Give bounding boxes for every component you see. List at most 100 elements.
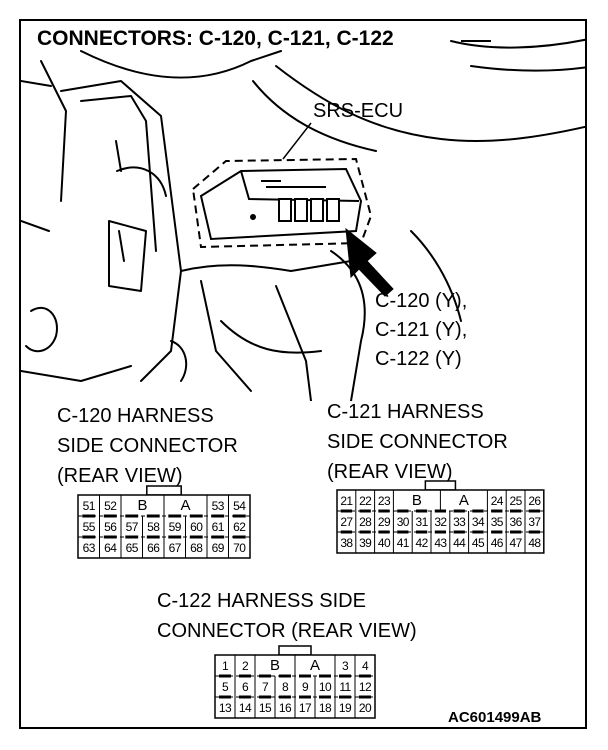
pin-number: 36 (510, 515, 523, 529)
key-label: B (412, 492, 422, 509)
pin-number: 70 (233, 541, 246, 555)
callout-line: C-120 (Y), (375, 290, 468, 312)
pin-number: 51 (83, 499, 96, 513)
pin-number: 32 (434, 515, 447, 529)
pin-number: 62 (233, 520, 246, 534)
pin-number: 22 (359, 494, 372, 508)
pin-number: 13 (219, 701, 232, 715)
pin-number: 25 (510, 494, 523, 508)
pin-number: 33 (453, 515, 466, 529)
lock-tab (146, 485, 182, 496)
heading-line: (REAR VIEW) (327, 461, 453, 483)
c120-section-heading: C-120 HARNESS SIDE CONNECTOR (REAR VIEW) (57, 401, 238, 491)
key-label: A (310, 657, 320, 674)
key-label: A (180, 497, 190, 514)
pin-number: 54 (233, 499, 246, 513)
ecu-dashed-outline (191, 157, 373, 249)
pin-number: 30 (397, 515, 410, 529)
heading-line: SIDE CONNECTOR (327, 431, 508, 453)
pin-number: 2 (242, 659, 249, 673)
lock-tab (278, 645, 312, 656)
pin-number: 26 (528, 494, 541, 508)
pin-number: 59 (169, 520, 182, 534)
console-top (275, 65, 585, 143)
pin-number: 63 (83, 541, 96, 555)
pin-number: 38 (340, 536, 353, 550)
pin-number: 20 (359, 701, 372, 715)
pin-number: 27 (340, 515, 353, 529)
pin-number: 48 (528, 536, 541, 550)
pin-number: 44 (453, 536, 466, 550)
pin-number: 56 (104, 520, 117, 534)
pin-number: 39 (359, 536, 372, 550)
heading-line: C-122 HARNESS SIDE (157, 590, 366, 612)
callout-line: C-122 (Y) (375, 348, 462, 370)
pin-number: 47 (510, 536, 523, 550)
c120-connector: 51 52 B A 53 54 55 56 57 58 59 60 61 62 63 64 65 66 67 68 69… (77, 485, 251, 559)
pin-number: 5 (222, 680, 229, 694)
pin-number: 43 (434, 536, 447, 550)
pillar (60, 80, 182, 382)
pin-number: 11 (339, 680, 351, 694)
pin-number: 18 (319, 701, 332, 715)
pin-number: 7 (262, 680, 269, 694)
callout-line: C-121 (Y), (375, 319, 468, 341)
srs-ecu-illustration (21, 38, 585, 401)
heading-line: CONNECTOR (REAR VIEW) (157, 620, 417, 642)
pin-number: 65 (126, 541, 139, 555)
pin-number: 41 (397, 536, 410, 550)
pin-number: 19 (339, 701, 352, 715)
pin-number: 66 (147, 541, 160, 555)
pin-number: 12 (359, 680, 372, 694)
bracket (108, 220, 147, 292)
pin-number: 17 (299, 701, 312, 715)
pin-number: 42 (416, 536, 429, 550)
pin-number: 3 (342, 659, 349, 673)
pin-number: 45 (472, 536, 485, 550)
heading-line: (REAR VIEW) (57, 465, 183, 487)
ecu-leader-line (282, 122, 312, 160)
pin-number: 61 (212, 520, 225, 534)
pin-number: 16 (279, 701, 292, 715)
pin-number: 35 (491, 515, 504, 529)
pin-number: 60 (190, 520, 203, 534)
pin-number: 28 (359, 515, 372, 529)
pin-number: 69 (212, 541, 225, 555)
srs-ecu-label: SRS-ECU (313, 100, 404, 122)
dash-outline (80, 50, 282, 79)
pin-number: 68 (190, 541, 203, 555)
pin-number: 46 (491, 536, 504, 550)
floor-tunnel (180, 260, 352, 272)
pin-number: 55 (83, 520, 96, 534)
pin-number: 58 (147, 520, 160, 534)
pin-number: 40 (378, 536, 391, 550)
pointer-arrow-icon (345, 227, 394, 297)
pin-number: 4 (362, 659, 369, 673)
pin-number: 34 (472, 515, 485, 529)
srs-ecu-unit (199, 167, 363, 241)
pin-number: 52 (104, 499, 117, 513)
pin-number: 6 (242, 680, 249, 694)
pin-number: 23 (378, 494, 391, 508)
pin-number: 64 (104, 541, 117, 555)
pin-number: 67 (169, 541, 182, 555)
pin-number: 31 (416, 515, 429, 529)
page-title: CONNECTORS: C-120, C-121, C-122 (34, 28, 397, 49)
heading-line: SIDE CONNECTOR (57, 435, 238, 457)
heading-line: C-120 HARNESS (57, 405, 214, 427)
pin-number: 57 (126, 520, 139, 534)
diagram-frame: CONNECTORS: C-120, C-121, C-122 SRS-ECU … (19, 19, 587, 729)
pin-number: 8 (282, 680, 289, 694)
pin-number: 1 (222, 659, 229, 673)
console-edge (252, 80, 377, 152)
key-label: B (137, 497, 147, 514)
pin-number: 10 (319, 680, 332, 694)
pin-number: 29 (378, 515, 391, 529)
pin-number: 37 (528, 515, 541, 529)
connector-callout: C-120 (Y), C-121 (Y), C-122 (Y) (375, 287, 467, 374)
pin-number: 53 (212, 499, 225, 513)
pin-number: 21 (340, 494, 353, 508)
pin-number: 9 (302, 680, 309, 694)
